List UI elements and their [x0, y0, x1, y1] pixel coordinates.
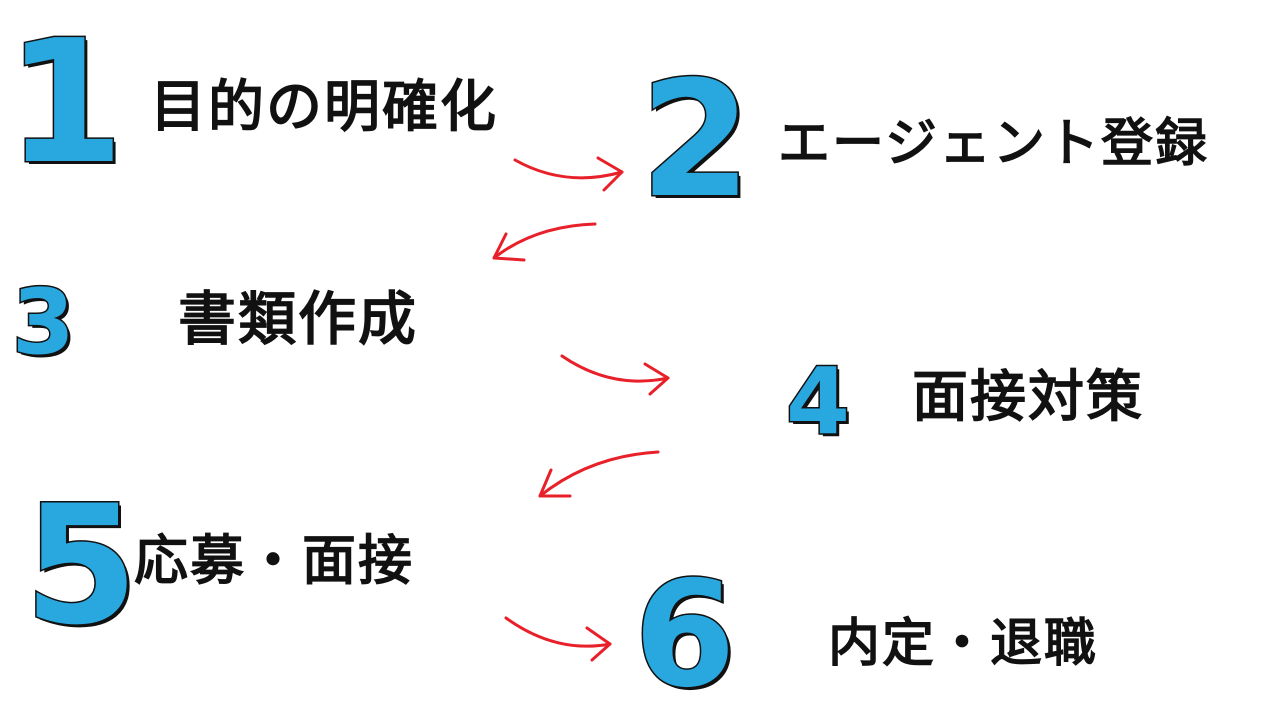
arrow-1-to-2 [513, 156, 624, 192]
arrow-4-to-5 [538, 450, 660, 498]
arrow-5-to-6 [504, 616, 612, 662]
step-label-5: 応募・面接 [134, 529, 414, 592]
step-number-2: 2 [638, 46, 752, 233]
step-number-1: 1 [4, 4, 125, 202]
step-label-2: エージェント登録 [778, 114, 1209, 174]
step-label-4: 面接対策 [912, 365, 1144, 430]
step-number-4: 4 [784, 348, 851, 455]
step-number-5: 5 [22, 470, 139, 661]
step-label-6: 内定・退職 [828, 614, 1099, 674]
step-number-6: 6 [633, 550, 738, 720]
arrow-3-to-4 [560, 354, 670, 396]
step-label-3: 書類作成 [178, 285, 419, 353]
step-label-1: 目的の明確化 [150, 75, 498, 140]
arrow-2-to-3 [492, 222, 597, 262]
step-number-3: 3 [11, 270, 77, 375]
